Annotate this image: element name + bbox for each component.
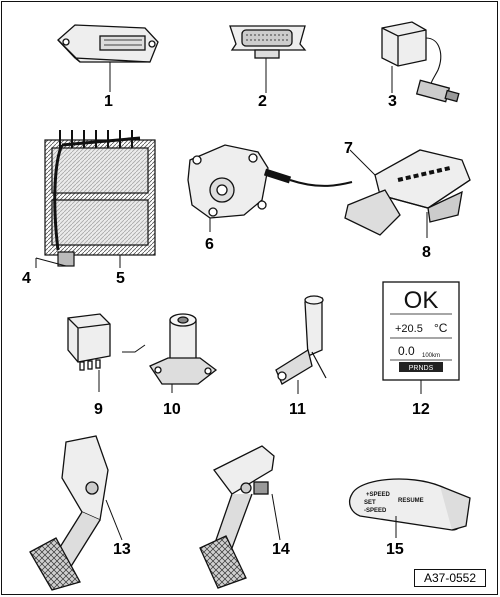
label-13: 13 — [113, 541, 131, 558]
display-odometer-unit: 100km — [422, 353, 440, 359]
display-odometer-text: 0.0 — [398, 344, 415, 358]
instrument-display-drawing — [382, 281, 460, 394]
stalk-set-text: SET — [364, 500, 376, 506]
label-1: 1 — [104, 93, 113, 110]
label-2: 2 — [258, 93, 267, 110]
display-gear-indicator: PRNDS — [409, 365, 434, 372]
label-4: 4 — [22, 270, 31, 287]
display-temperature-unit: °C — [434, 321, 448, 335]
stalk-resume-text: RESUME — [398, 498, 424, 504]
display-status-text: OK — [404, 287, 439, 314]
speed-sensor-drawing — [149, 313, 218, 393]
label-10: 10 — [163, 401, 181, 418]
sender-drawing — [381, 21, 460, 103]
label-7: 7 — [344, 140, 353, 157]
label-6: 6 — [205, 236, 214, 253]
diagnostic-connector-drawing — [229, 25, 307, 93]
label-12: 12 — [412, 401, 430, 418]
position-sensor-drawing — [275, 295, 327, 394]
cruise-stalk-drawing — [349, 478, 471, 538]
accelerator-pedal-drawing — [29, 435, 123, 591]
stalk-speed-down-text: -SPEED — [364, 508, 387, 514]
label-9: 9 — [94, 401, 103, 418]
leader-lines — [122, 344, 146, 353]
brake-pedal-drawing — [199, 445, 281, 589]
label-15: 15 — [386, 541, 404, 558]
selector-housing-drawing — [344, 149, 471, 238]
range-switch-drawing — [187, 144, 353, 232]
display-temperature-text: +20.5 — [395, 323, 423, 335]
label-8: 8 — [422, 244, 431, 261]
reference-code: A37-0552 — [414, 569, 486, 587]
label-5: 5 — [116, 270, 125, 287]
label-3: 3 — [388, 93, 397, 110]
valve-body-drawing — [35, 130, 156, 268]
stalk-speed-up-text: +SPEED — [366, 492, 391, 498]
control-unit-drawing — [57, 24, 159, 92]
relay-drawing — [67, 313, 111, 392]
label-14: 14 — [272, 541, 290, 558]
label-11: 11 — [289, 401, 306, 418]
